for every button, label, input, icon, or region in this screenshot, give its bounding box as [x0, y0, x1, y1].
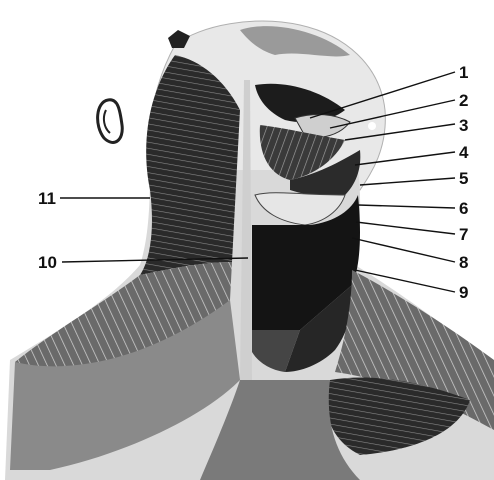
leader-5 — [360, 178, 455, 185]
label-10: 10 — [38, 253, 57, 272]
leader-8 — [352, 238, 455, 262]
trapezius-11 — [140, 55, 240, 275]
nerve-spot — [368, 122, 376, 130]
label-8: 8 — [459, 253, 468, 272]
label-2: 2 — [459, 91, 468, 110]
label-9: 9 — [459, 283, 468, 302]
leader-7 — [356, 222, 455, 234]
nerve-spot — [389, 119, 401, 131]
label-11: 11 — [38, 189, 56, 208]
label-4: 4 — [459, 143, 469, 162]
label-6: 6 — [459, 199, 468, 218]
label-3: 3 — [459, 116, 468, 135]
label-7: 7 — [459, 225, 468, 244]
ear — [98, 100, 123, 143]
leader-6 — [358, 205, 455, 208]
label-5: 5 — [459, 169, 468, 188]
label-1: 1 — [459, 63, 468, 82]
